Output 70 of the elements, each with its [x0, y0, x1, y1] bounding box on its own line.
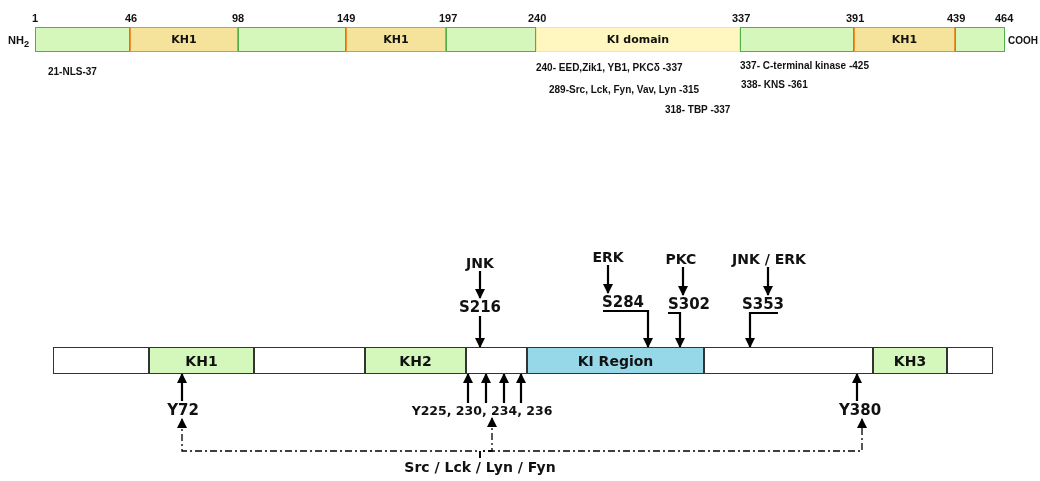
domain-segment: [466, 347, 527, 374]
site-label: Y380: [832, 401, 888, 419]
region-annotation: 318- TBP -337: [665, 104, 731, 115]
site-label: S353: [737, 295, 789, 313]
domain-segment: [238, 27, 346, 52]
arrow: [481, 373, 491, 403]
residue-number: 337: [732, 12, 751, 24]
domain-name: KH2: [399, 352, 432, 369]
arrow: [603, 265, 613, 294]
region-annotation: 240- EED,Zik1, YB1, PKCδ -337: [536, 62, 683, 73]
site-label: ERK: [588, 248, 628, 265]
site-label: S284: [597, 293, 649, 311]
domain-segment: [955, 27, 1005, 52]
domain-name: KI Region: [577, 352, 654, 369]
domain-segment: [254, 347, 365, 374]
domain-name: KH1: [891, 33, 918, 46]
residue-number: 149: [337, 12, 356, 24]
domain-segment: [35, 27, 130, 52]
residue-number: 464: [995, 12, 1014, 24]
site-label: S302: [664, 295, 714, 313]
arrow: [678, 267, 688, 296]
arrow: [463, 373, 473, 403]
terminus-label: NH$_{2}$: [8, 34, 29, 50]
domain-segment: [53, 347, 149, 374]
arrow: [763, 267, 773, 296]
site-label: Y225, 230, 234, 236: [408, 403, 556, 418]
domain-name: KH3: [893, 352, 927, 369]
residue-number: 439: [947, 12, 966, 24]
residue-number: 98: [232, 12, 245, 24]
region-annotation: 289-Src, Lck, Fyn, Vav, Lyn -315: [549, 84, 700, 95]
domain-segment: [704, 347, 873, 374]
region-annotation: 21-NLS-37: [48, 66, 97, 77]
residue-number: 46: [125, 12, 138, 24]
arrow: [479, 418, 867, 459]
domain-segment: [149, 347, 254, 374]
domain-segment: [873, 347, 947, 374]
domain-segment: [740, 27, 854, 52]
site-label: Src / Lck / Lyn / Fyn: [398, 458, 562, 475]
domain-segment: [527, 347, 704, 374]
site-label: PKC: [660, 250, 702, 267]
arrow: [177, 373, 187, 401]
domain-name: KH1: [185, 352, 218, 369]
arrow: [852, 373, 862, 401]
site-label: JNK: [458, 254, 502, 271]
site-label: Y72: [162, 401, 204, 419]
domain-segment: [446, 27, 536, 52]
arrow: [516, 373, 526, 403]
arrow: [475, 316, 485, 348]
domain-segment: [130, 27, 238, 52]
domain-segment: [947, 347, 993, 374]
domain-segment: [854, 27, 955, 52]
domain-segment: [365, 347, 466, 374]
region-annotation: 337- C-terminal kinase -425: [740, 60, 869, 71]
domain-segment: [536, 27, 740, 52]
residue-number: 197: [439, 12, 458, 24]
site-label: S216: [454, 298, 506, 316]
site-label: JNK / ERK: [722, 250, 816, 267]
residue-number: 1: [32, 12, 39, 24]
arrow: [499, 373, 509, 403]
region-annotation: 338- KNS -361: [741, 79, 808, 90]
domain-name: KH1: [383, 33, 409, 46]
arrow: [601, 309, 653, 348]
arrow: [666, 311, 685, 348]
residue-number: 391: [846, 12, 865, 24]
arrow: [475, 271, 485, 299]
residue-number: 240: [528, 12, 547, 24]
domain-segment: [346, 27, 446, 52]
arrow: [745, 311, 780, 348]
domain-name: KI domain: [606, 33, 670, 46]
domain-name: KH1: [171, 33, 197, 46]
